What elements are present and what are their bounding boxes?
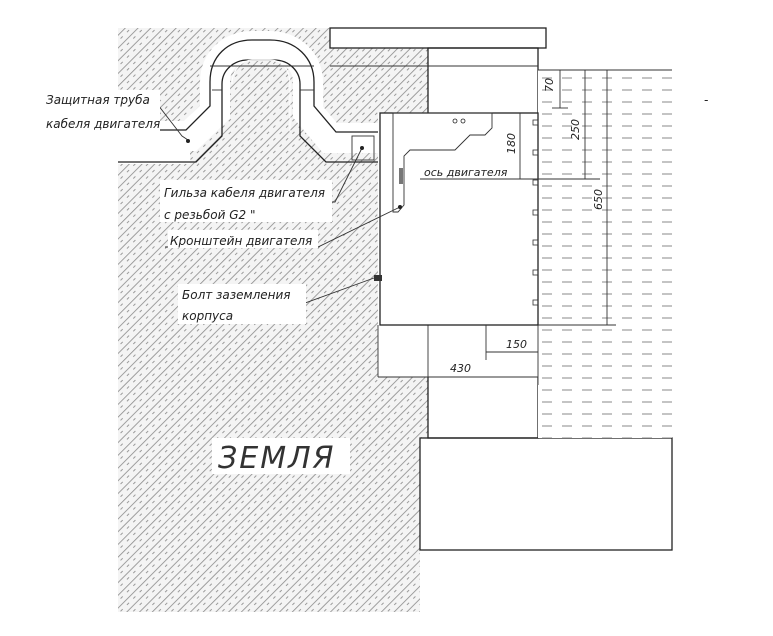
label-bolt-2: корпуса (182, 309, 233, 323)
dim-250: 250 (569, 119, 582, 140)
dim-430: 430 (450, 362, 471, 375)
label-ground: ЗЕМЛЯ (218, 441, 335, 476)
dimension-lines (378, 70, 616, 385)
side-dash: - (704, 93, 708, 107)
wall-studs (532, 119, 539, 306)
label-backgrounds (40, 90, 350, 474)
dim-70: 70 (543, 78, 556, 92)
dim-180: 180 (505, 133, 518, 154)
motor-body (379, 112, 539, 326)
protective-pipe (118, 31, 538, 163)
water-area (538, 69, 672, 438)
dim-150: 150 (506, 338, 527, 351)
label-sleeve-1: Гильза кабеля двигателя (164, 186, 325, 200)
label-protective-pipe-2: кабеля двигателя (46, 117, 160, 131)
earthing-bolt (374, 275, 382, 281)
concrete-cap (329, 27, 547, 49)
motor-niche (377, 113, 538, 377)
label-bracket: Кронштейн двигателя (170, 234, 312, 248)
label-protective-pipe-1: Защитная труба (46, 93, 150, 107)
dim-650: 650 (592, 189, 605, 210)
label-motor-axis: ось двигателя (424, 166, 508, 179)
label-sleeve-2: с резьбой G2 " (164, 208, 256, 222)
label-bolt-1: Болт заземления (182, 288, 291, 302)
concrete-floor (419, 437, 673, 551)
